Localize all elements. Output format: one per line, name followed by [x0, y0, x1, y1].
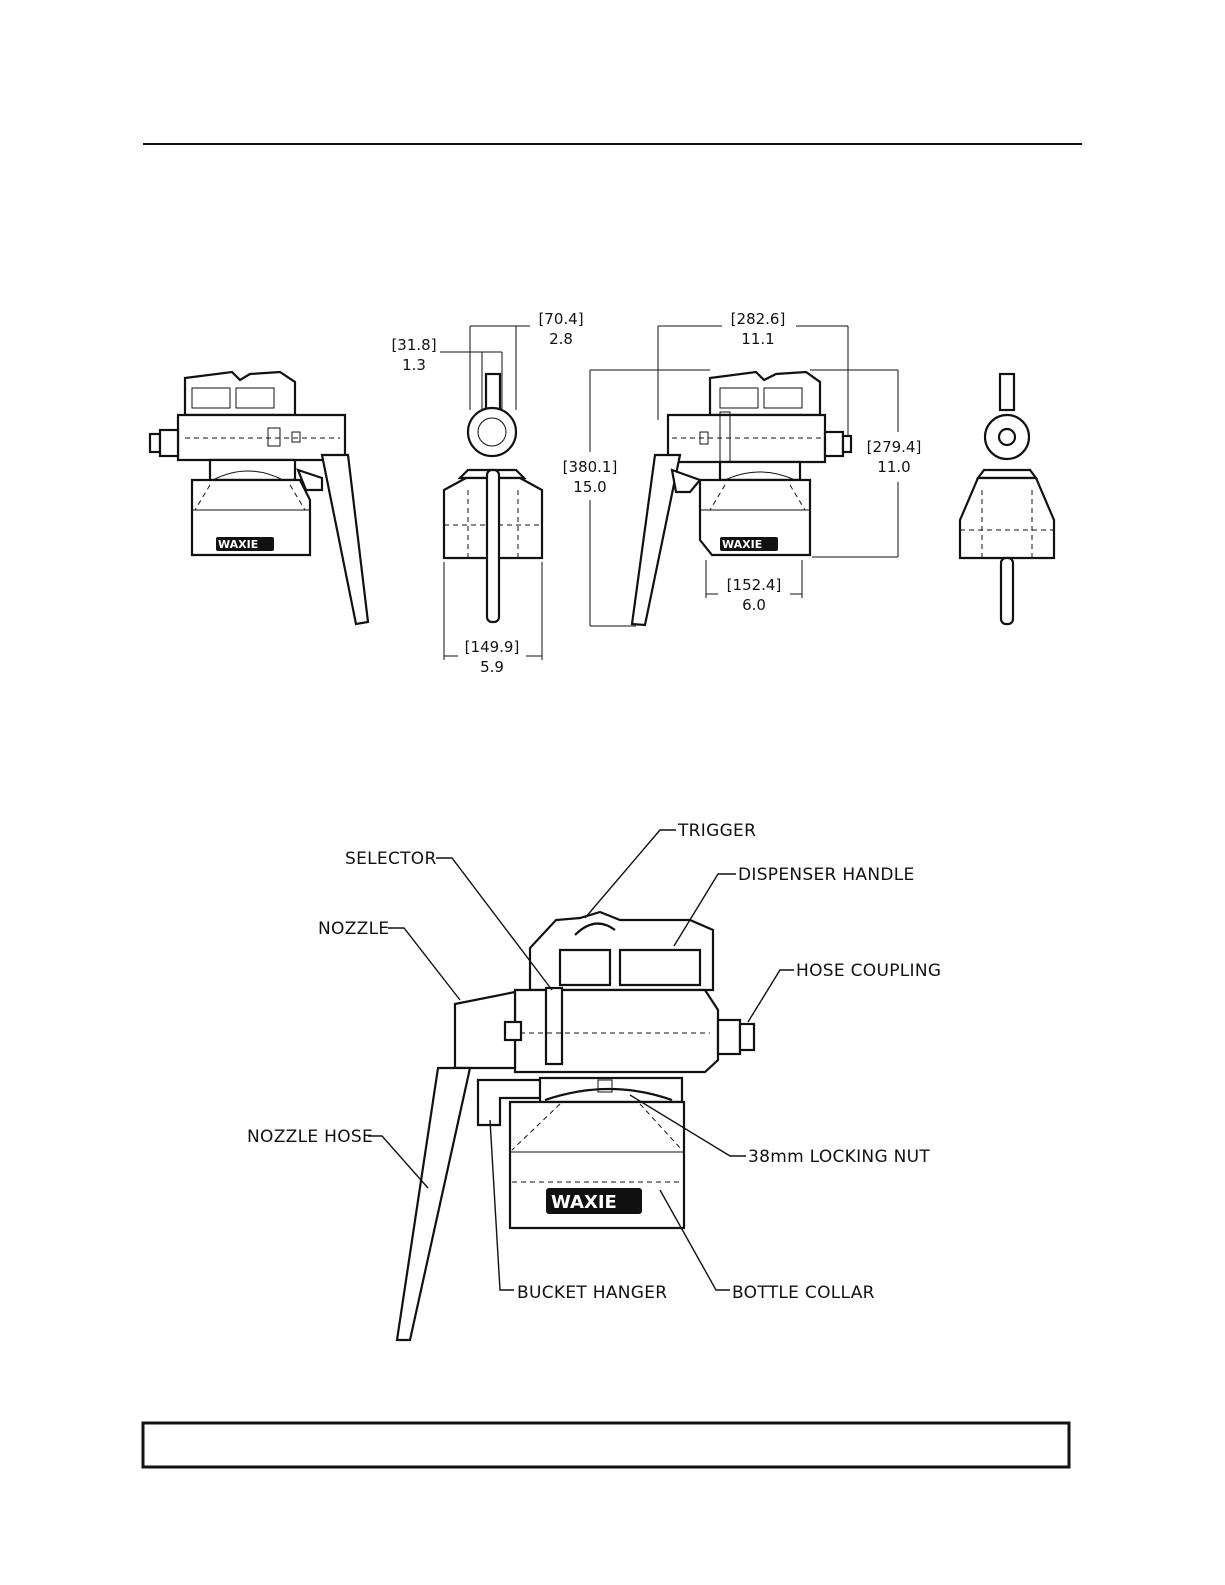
side-view-left: WAXIE	[150, 372, 368, 624]
leader-nozzle-hose: NOZZLE HOSE	[247, 1127, 428, 1188]
dim-front-in: 5.9	[480, 658, 504, 676]
dim-length-mm: [282.6]	[731, 310, 786, 328]
label-hose-coupling: HOSE COUPLING	[796, 961, 941, 981]
brand-logo-main: WAXIE	[551, 1192, 617, 1213]
dim-length-in: 11.1	[741, 330, 774, 348]
front-view: [31.8] 1.3 [70.4] 2.8 [149.9] 5.9	[391, 310, 583, 676]
leader-bottle-collar: BOTTLE COLLAR	[660, 1190, 875, 1303]
label-locking-nut: 38mm LOCKING NUT	[748, 1147, 930, 1167]
dim-front-mm: [149.9]	[465, 638, 520, 656]
dim-base-mm: [152.4]	[727, 576, 782, 594]
label-bottle-collar: BOTTLE COLLAR	[732, 1283, 875, 1303]
dim-height-total-mm: [380.1]	[563, 458, 618, 476]
dim-stem-mm: [31.8]	[391, 336, 436, 354]
main-labeled-view: WAXIE TRIGGER SELECTOR DISPENSER HANDLE …	[247, 821, 941, 1340]
leader-nozzle: NOZZLE	[318, 919, 460, 1000]
leader-trigger: TRIGGER	[585, 821, 756, 918]
dim-height-total-in: 15.0	[573, 478, 606, 496]
dim-height-body-in: 11.0	[877, 458, 910, 476]
label-bucket-hanger: BUCKET HANGER	[517, 1283, 667, 1303]
footer-box	[143, 1423, 1069, 1467]
rear-view	[960, 374, 1054, 624]
brand-logo-right: WAXIE	[722, 538, 762, 551]
brand-logo-left: WAXIE	[218, 538, 258, 551]
dim-top-mm: [70.4]	[538, 310, 583, 328]
side-view-right: WAXIE [282.6] 11.1 [380.1] 15.0 [279.4] …	[563, 310, 922, 626]
leader-hose-coupling: HOSE COUPLING	[748, 961, 941, 1022]
label-dispenser-handle: DISPENSER HANDLE	[738, 865, 915, 885]
label-nozzle-hose: NOZZLE HOSE	[247, 1127, 373, 1147]
dim-base-in: 6.0	[742, 596, 766, 614]
label-nozzle: NOZZLE	[318, 919, 389, 939]
dim-top-in: 2.8	[549, 330, 573, 348]
label-selector: SELECTOR	[345, 849, 437, 869]
dim-stem-in: 1.3	[402, 356, 426, 374]
label-trigger: TRIGGER	[677, 821, 756, 841]
dim-height-body-mm: [279.4]	[867, 438, 922, 456]
